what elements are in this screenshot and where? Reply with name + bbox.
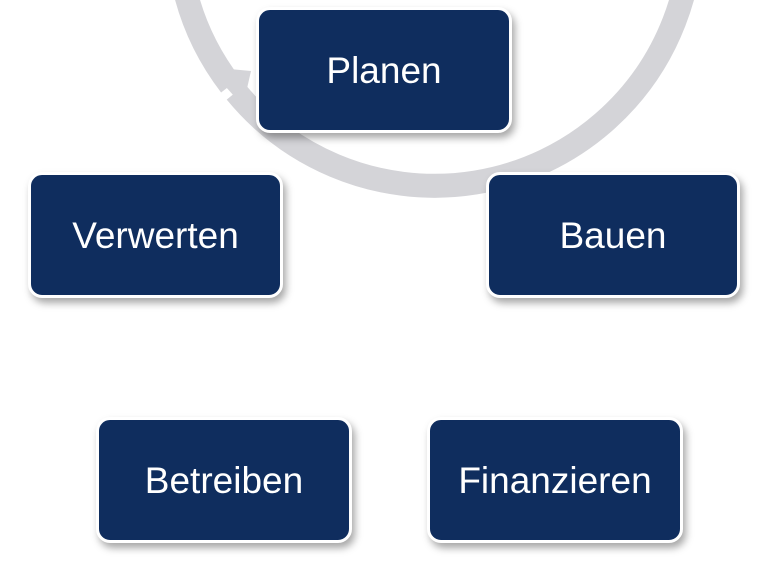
arrowhead-icon [208,67,251,106]
step-finanzieren: Finanzieren [427,417,683,543]
step-betreiben: Betreiben [96,417,352,543]
step-bauen: Bauen [486,172,740,298]
step-label: Planen [326,49,442,91]
step-label: Verwerten [72,214,239,256]
step-label: Bauen [559,214,667,256]
step-verwerten: Verwerten [28,172,283,298]
cycle-arc [175,0,694,198]
step-label: Betreiben [144,459,304,501]
step-label: Finanzieren [458,459,652,501]
step-planen: Planen [256,7,512,133]
